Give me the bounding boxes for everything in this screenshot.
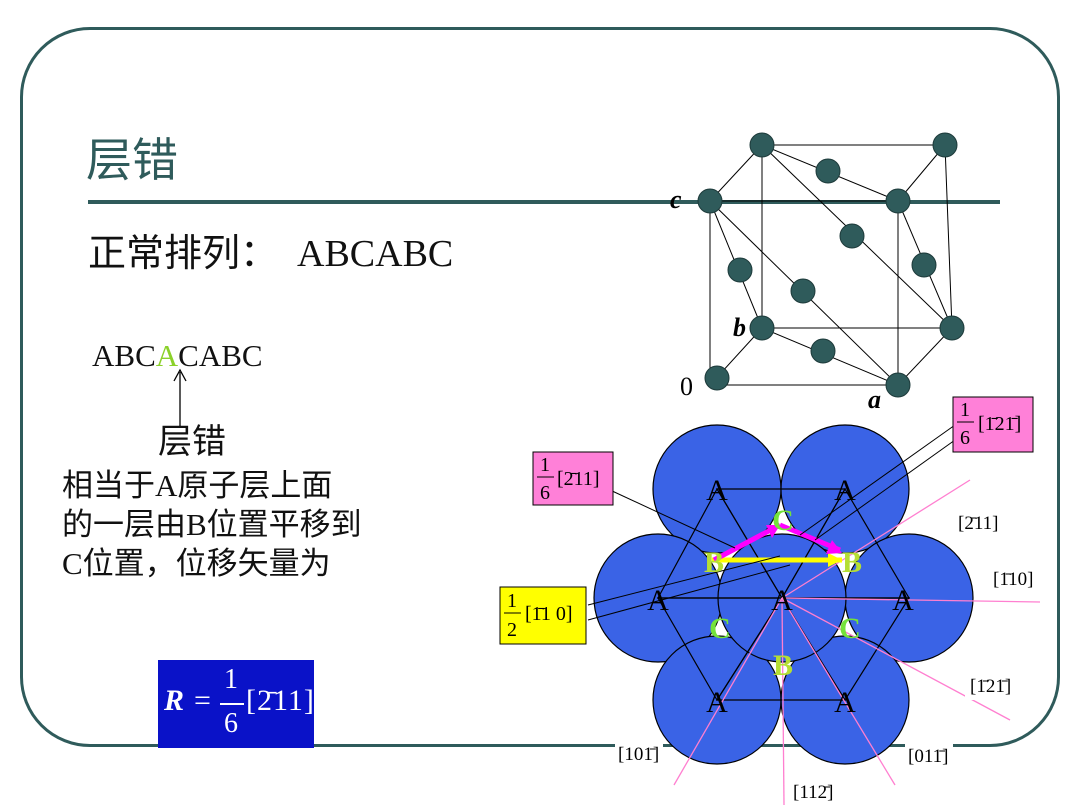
cube-atom: [885, 372, 911, 398]
fault-description: 相当于A原子层上面的一层由B位置平移到C位置，位移矢量为: [62, 468, 362, 581]
leader-line: [814, 439, 956, 541]
direction-label-101: [101̄]: [618, 744, 659, 765]
leader-line: [587, 555, 781, 606]
site-label-B: B: [773, 649, 793, 682]
direction-label-bg: [965, 672, 1015, 700]
direction-label-211: [2̄11]: [958, 513, 998, 534]
direction-label-011: [011̄]: [908, 746, 948, 767]
formula-equals: =: [194, 684, 211, 717]
slide-frame: [20, 27, 1060, 747]
slide-title: 层错: [86, 135, 178, 186]
cube-label-b: b: [733, 313, 746, 342]
box-211-num: 1: [540, 454, 550, 476]
cube-atom: [815, 158, 841, 184]
box-110-vec: [1̄1 0]: [525, 603, 573, 625]
cube-atom: [939, 315, 965, 341]
direction-line-011: [781, 597, 896, 786]
direction-label-bg: [955, 508, 1005, 538]
box-211-den: 6: [540, 482, 550, 504]
fault-seq-pre: ABC: [92, 338, 156, 373]
cube-label-origin: 0: [680, 372, 693, 401]
cube-label-a: a: [868, 385, 881, 414]
direction-line-211: [781, 479, 971, 599]
displacement-formula: R = 1 6 [2̄11]: [158, 660, 314, 748]
cube-atom: [704, 365, 730, 391]
fault-label: 层错: [158, 424, 226, 461]
box-121-vec: [1̄21̄]: [978, 413, 1021, 435]
direction-line-101: [673, 597, 783, 786]
atom-label-A: A: [834, 686, 856, 719]
formula-fraction-bar: [220, 703, 244, 705]
cube-label-c: c: [670, 185, 682, 214]
leader-line: [609, 489, 736, 549]
direction-label-bg: [790, 778, 840, 806]
box-121-num: 1: [960, 399, 970, 421]
cube-atom: [749, 315, 775, 341]
fcc-cube: c b 0 a: [670, 132, 965, 414]
leader-line: [799, 424, 956, 536]
partial-box-211: [532, 451, 614, 506]
cube-atom: [727, 257, 753, 283]
fault-pointer-head: [173, 368, 187, 382]
cube-atom: [810, 338, 836, 364]
atom-label-A: A: [892, 584, 914, 617]
box-121-den: 6: [960, 427, 970, 449]
direction-line-110: [781, 597, 1041, 603]
full-burgers-head: [828, 553, 842, 567]
partial-box-121: [952, 396, 1034, 453]
cube-atom: [932, 132, 958, 158]
cube-atom: [749, 132, 775, 158]
site-label-B: B: [842, 546, 862, 579]
atom-label-A: A: [647, 584, 669, 617]
cube-edge: [709, 144, 763, 202]
partial-head-1: [766, 525, 780, 538]
atom-label-A: A: [771, 584, 793, 617]
atom-label-A: A: [834, 474, 856, 507]
fault-sequence: ABCACABC: [92, 340, 263, 371]
close-packed-layer: A A A A A A A B B B C C C [2̄11] [1̄10] …: [499, 396, 1041, 806]
atom-label-A: A: [706, 474, 728, 507]
direction-label-bg: [990, 564, 1035, 594]
site-label-B: B: [704, 546, 724, 579]
direction-label-110: [1̄10]: [993, 569, 1033, 590]
formula-numerator: 1: [224, 664, 238, 695]
cube-atom: [911, 252, 937, 278]
site-label-C: C: [709, 612, 731, 645]
title-rule: [88, 200, 1000, 204]
direction-label-112: [112̄]: [793, 782, 833, 803]
direction-label-bg: [615, 740, 663, 768]
formula-lhs: R: [164, 684, 185, 717]
leader-line: [587, 564, 791, 621]
fault-seq-post: CABC: [178, 338, 263, 373]
box-211-vec: [2̄11]: [557, 468, 600, 490]
cube-atom: [790, 278, 816, 304]
partial-head-2: [826, 540, 842, 554]
direction-label-bg: [905, 742, 953, 770]
cube-edge: [897, 327, 953, 386]
direction-line-112: [781, 597, 785, 806]
cube-atom: [839, 223, 865, 249]
box-110-num: 1: [507, 590, 517, 612]
cube-atom: [885, 188, 911, 214]
formula-denominator: 6: [224, 708, 238, 739]
cube-atom: [697, 188, 723, 214]
direction-label-121: [1̄21̄]: [970, 676, 1011, 697]
normal-stacking-label: 正常排列： ABCABC: [88, 233, 454, 275]
full-box-110: [499, 586, 587, 645]
site-label-C: C: [839, 612, 861, 645]
fault-seq-highlight: A: [155, 338, 179, 373]
box-110-den: 2: [507, 619, 517, 641]
site-label-C: C: [772, 504, 794, 537]
formula-vector: [2̄11]: [246, 684, 315, 717]
atom-label-A: A: [706, 686, 728, 719]
